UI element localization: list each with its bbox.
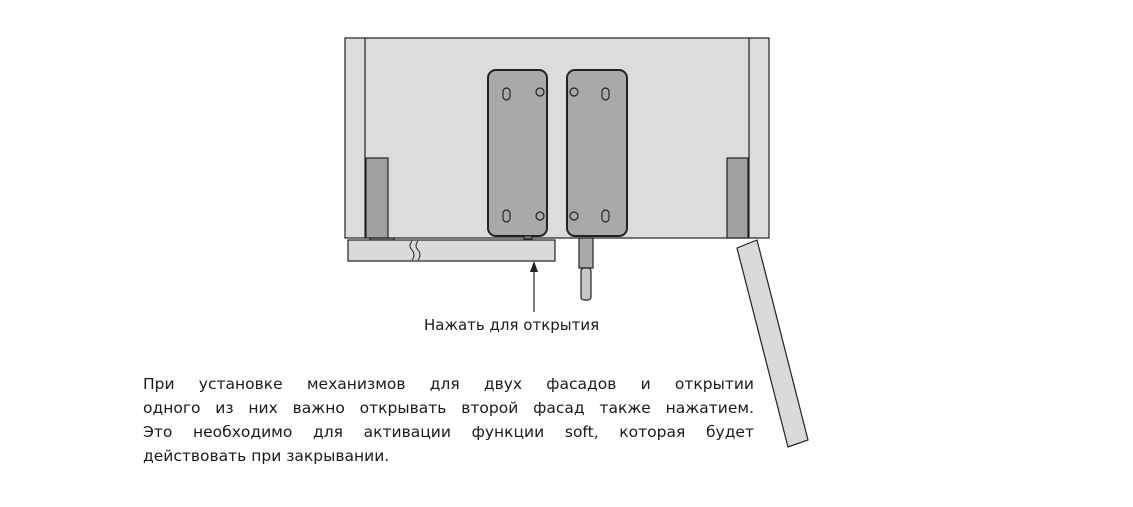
- note-line: При установке механизмов для двух фасадо…: [143, 375, 754, 393]
- door-right-open: [736, 239, 809, 448]
- push-to-open-label: Нажать для открытия: [424, 316, 600, 334]
- cabinet-body: [344, 37, 770, 239]
- installation-note: При установке механизмов для двух фасадо…: [143, 372, 754, 468]
- push-mechanism-right: [566, 69, 628, 301]
- note-line: действовать при закрывании.: [143, 447, 390, 465]
- push-arrow: [530, 261, 538, 312]
- note-line: одного из них важно открывать второй фас…: [143, 399, 754, 417]
- door-left-closed: [347, 239, 556, 262]
- note-line: Это необходимо для активации функции sof…: [143, 423, 754, 441]
- push-mechanism-left: [487, 69, 548, 240]
- plunger: [578, 237, 594, 269]
